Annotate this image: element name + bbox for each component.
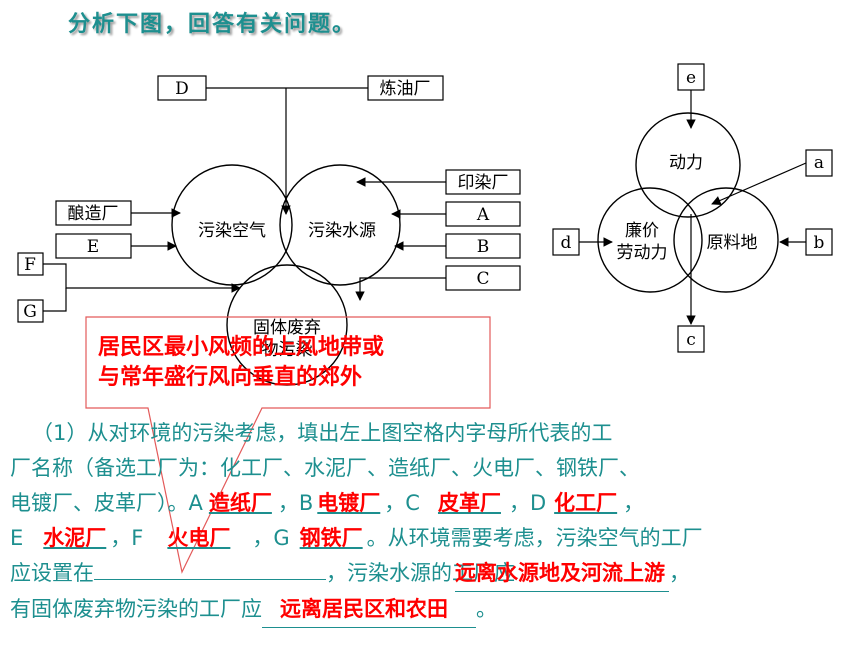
C-arrow	[355, 277, 446, 301]
box-F-label: F	[24, 255, 36, 275]
labor-label-2: 劳动力	[617, 243, 668, 263]
question-text-1: （1）从对环境的污染考虑，填出左上图空格内字母所代表的工	[32, 421, 613, 445]
answer-F: 火电厂	[167, 526, 231, 550]
box-brewery-label: 酿造厂	[68, 204, 119, 224]
callout-box	[85, 316, 491, 574]
q6-text-a: 有固体废弃物污染的工厂应	[10, 597, 262, 621]
question-line-5: 应设置在 ，污染水源的工厂应远离水源地及河流上游，	[10, 556, 850, 592]
q4-text-end: 。从环境需要考虑，污染空气的工厂	[366, 526, 703, 550]
solid-waste-circle	[226, 264, 348, 386]
q4-text-g: ，G	[252, 526, 290, 550]
labor-circle	[597, 187, 703, 293]
question-line-6: 有固体废弃物污染的工厂应远离居民区和农田。	[10, 592, 850, 628]
box-A-label: A	[476, 205, 490, 225]
box-D-label: D	[175, 79, 189, 99]
power-circle	[635, 112, 741, 218]
a-arrow	[711, 162, 807, 205]
q3-text-d: ，D	[508, 491, 547, 515]
box-dyeing-label: 印染厂	[458, 173, 509, 193]
left-venn-diagram: 污染空气 污染水源 固体废弃 物污染 D 炼油厂 印染厂 A B C 酿造厂 E…	[17, 75, 521, 386]
box-B-label: B	[477, 237, 490, 257]
box-c	[677, 325, 705, 353]
box-refinery-label: 炼油厂	[380, 79, 431, 99]
q6-text-end: 。	[476, 597, 497, 621]
callout-line-2: 与常年盛行风向垂直的郊外	[98, 365, 363, 390]
q4-text-f: ，F	[110, 526, 144, 550]
q3-text-b: ，B	[277, 491, 314, 515]
air-pollution-label: 污染空气	[198, 221, 266, 241]
solid-waste-label-1: 固体废弃	[253, 318, 321, 338]
q3-text-e: ，	[623, 491, 645, 515]
G-connector	[43, 288, 67, 312]
box-C	[445, 265, 521, 291]
box-brewery	[55, 200, 132, 226]
right-venn-diagram: 动力 廉价 劳动力 原料地 e a d b c	[552, 63, 833, 353]
box-e	[677, 63, 705, 91]
q5-text-b: ，污染水源的工厂应	[326, 561, 515, 585]
box-d-label: d	[561, 233, 572, 253]
q3-text-c: ，C	[384, 491, 420, 515]
water-pollution-circle	[279, 164, 401, 286]
answer-C: 皮革厂	[437, 491, 501, 515]
answer-solid-waste: 远离居民区和农田	[262, 592, 476, 628]
q3-text-a: 电镀厂、皮革厂）。A	[10, 491, 203, 515]
solid-waste-label-2: 物污染	[262, 340, 313, 360]
callout-line-1: 居民区最小风频的上风地带或	[98, 335, 385, 360]
material-circle	[673, 187, 779, 293]
q4-text-e: E	[10, 526, 24, 550]
question-line-4: E 水泥厂，F 火电厂 ，G 钢铁厂。从环境需要考虑，污染空气的工厂	[10, 521, 850, 556]
answer-G: 钢铁厂	[299, 526, 363, 550]
question-line-1: （1）从对环境的污染考虑，填出左上图空格内字母所代表的工	[10, 416, 850, 451]
box-E-label: E	[87, 237, 99, 257]
callout-outline	[85, 316, 491, 574]
q5-text-a: 应设置在	[10, 561, 94, 585]
box-E	[55, 233, 132, 259]
box-a-label: a	[814, 153, 824, 173]
water-pollution-label: 污染水源	[308, 221, 376, 241]
box-G-label: G	[23, 302, 37, 322]
page-title: 分析下图，回答有关问题。	[68, 12, 357, 37]
box-C-label: C	[476, 269, 489, 289]
blank-air-pollution[interactable]	[94, 557, 326, 580]
q5-text-end: ，	[669, 561, 690, 585]
F-connector	[43, 263, 241, 293]
answer-E: 水泥厂	[43, 526, 107, 550]
callout-text: 居民区最小风频的上风地带或 与常年盛行风向垂直的郊外	[98, 333, 384, 393]
labor-label-1: 廉价	[625, 221, 659, 241]
power-label: 动力	[669, 153, 703, 173]
answer-water-pollution: 远离水源地及河流上游	[455, 556, 669, 592]
question-paragraph: （1）从对环境的污染考虑，填出左上图空格内字母所代表的工 厂名称（备选工厂为：化…	[10, 416, 850, 628]
answer-B: 电镀厂	[317, 491, 381, 515]
box-e-label: e	[686, 68, 696, 88]
material-label: 原料地	[707, 233, 758, 253]
box-D	[157, 75, 207, 101]
box-c-label: c	[686, 330, 696, 350]
box-b-label: b	[814, 233, 825, 253]
box-dyeing	[445, 169, 521, 195]
question-text-2: 厂名称（备选工厂为：化工厂、水泥厂、造纸厂、火电厂、钢铁厂、	[10, 456, 640, 480]
question-line-2: 厂名称（备选工厂为：化工厂、水泥厂、造纸厂、火电厂、钢铁厂、	[10, 451, 850, 486]
answer-D: 化工厂	[554, 491, 618, 515]
answer-A: 造纸厂	[208, 491, 272, 515]
